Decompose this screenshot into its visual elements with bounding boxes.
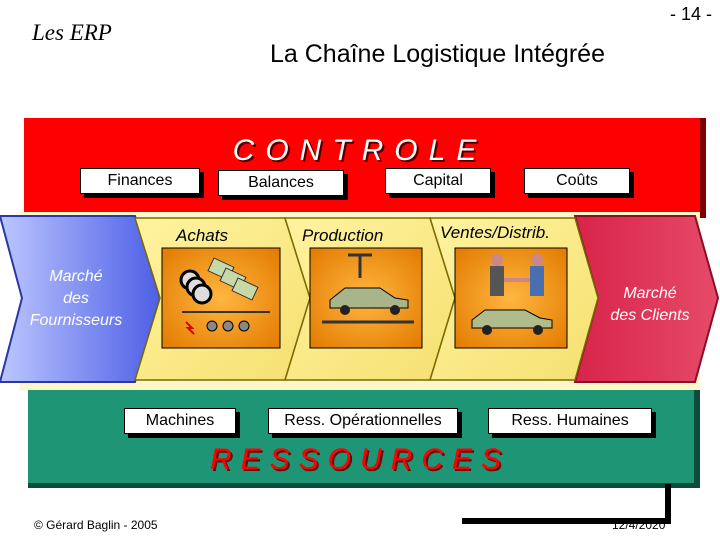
finances-box: Finances xyxy=(80,168,200,194)
couts-box: Coûts xyxy=(524,168,630,194)
topic-label: Les ERP xyxy=(32,20,112,45)
step-achats: Achats xyxy=(176,226,228,245)
slide-number: - 14 - xyxy=(669,4,712,24)
supplier-market-label: Marché des Fournisseurs xyxy=(16,266,136,332)
footer-date: 12/4/2020 xyxy=(612,518,666,532)
step-ventes: Ventes/Distrib. xyxy=(440,223,550,242)
gears-icon xyxy=(179,257,270,335)
ventes-panel xyxy=(454,247,568,349)
balances-box: Balances xyxy=(218,170,344,196)
footer-bar-horizontal xyxy=(462,518,671,524)
supplier-market-line1: Marché xyxy=(49,268,103,285)
copyright: © Gérard Baglin - 2005 xyxy=(34,518,158,532)
slide-title: La Chaîne Logistique Intégrée xyxy=(270,40,605,68)
client-market-label: Marché des Clients xyxy=(594,283,706,327)
footer-bar-vertical xyxy=(665,484,671,524)
ress-operationnelles-box: Ress. Opérationnelles xyxy=(268,408,458,434)
ressources-label: RESSOURCES xyxy=(209,443,511,476)
supplier-market-line3: Fournisseurs xyxy=(29,312,123,329)
ressources-band xyxy=(28,385,700,488)
handshake-icon xyxy=(471,254,553,335)
supplier-market-line2: des xyxy=(63,290,89,307)
capital-box: Capital xyxy=(385,168,491,194)
step-production: Production xyxy=(302,226,384,245)
client-market-line1: Marché xyxy=(623,285,677,302)
car-icon xyxy=(322,253,414,324)
controle-label: CONTROLE xyxy=(232,134,488,167)
machines-box: Machines xyxy=(124,408,236,434)
client-market-line2: des Clients xyxy=(610,307,690,324)
supplier-market-arrow xyxy=(0,215,162,383)
ress-humaines-box: Ress. Humaines xyxy=(488,408,652,434)
